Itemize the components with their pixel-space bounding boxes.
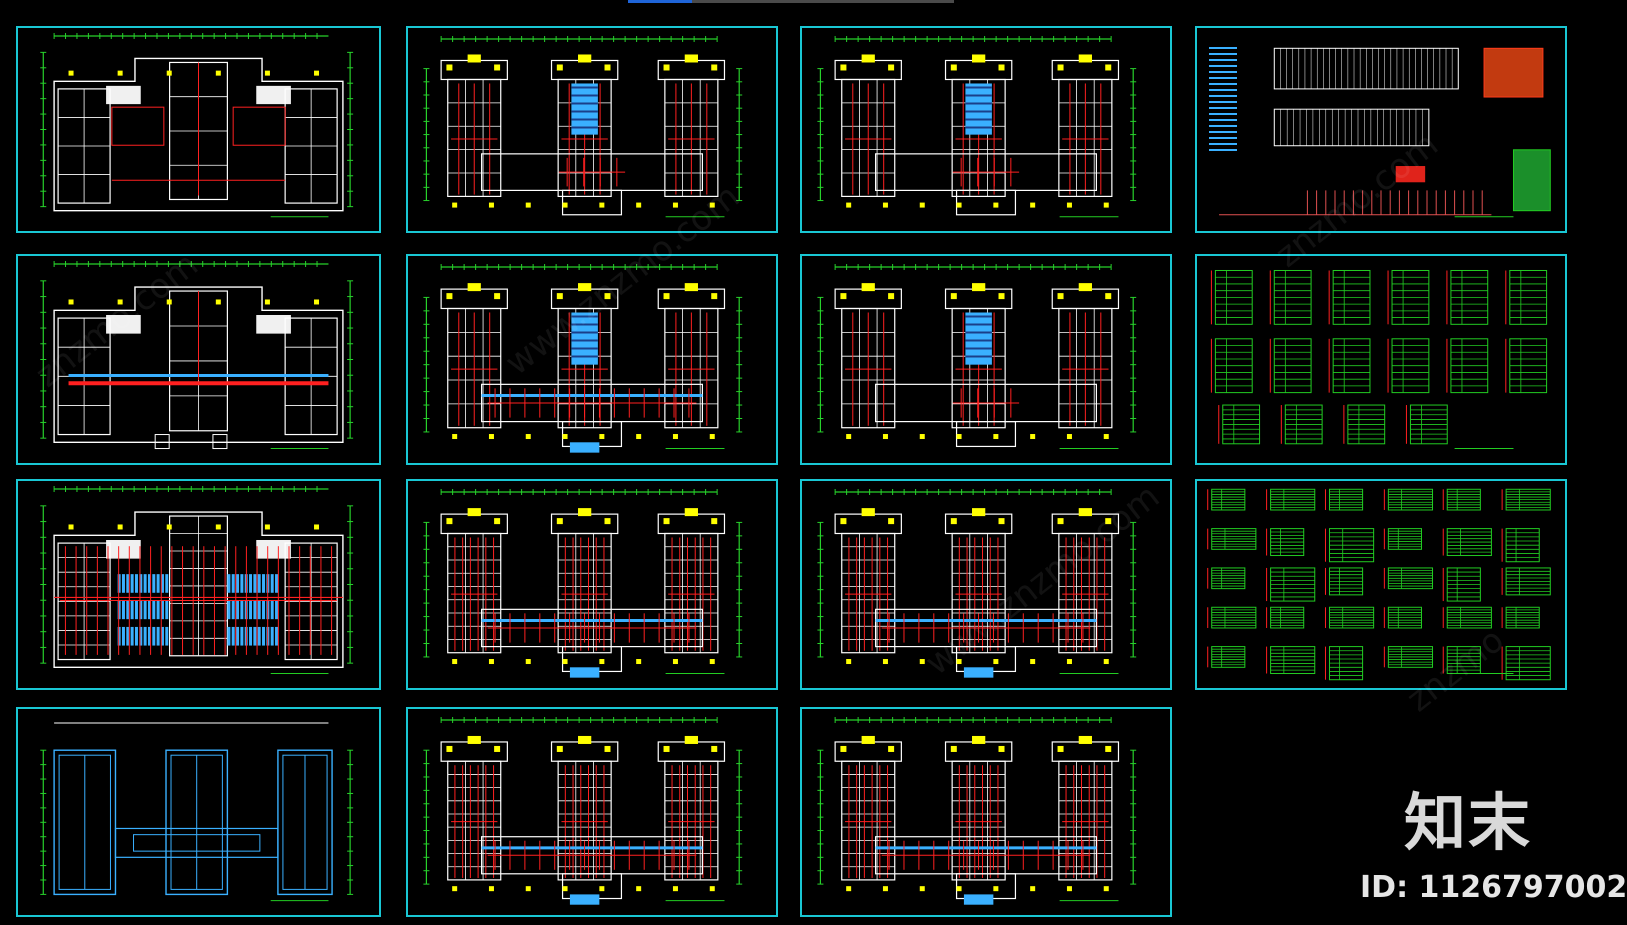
tab-strip — [628, 0, 954, 3]
drawing-sheet-12[interactable] — [1195, 479, 1567, 690]
drawing-sheet-15[interactable] — [800, 707, 1172, 917]
cad-drawing — [40, 486, 354, 675]
cad-drawing — [40, 33, 354, 218]
drawing-id-label: ID: 1126797002 — [1360, 870, 1627, 905]
drawing-sheet-9[interactable] — [16, 479, 381, 690]
cad-drawing — [423, 36, 743, 218]
cad-drawing — [817, 36, 1137, 218]
cad-drawing — [817, 489, 1137, 678]
cad-drawing — [40, 261, 354, 450]
cad-drawing — [1209, 47, 1551, 218]
cad-drawing — [817, 717, 1137, 905]
drawing-sheet-13[interactable] — [16, 707, 381, 917]
cad-drawing — [423, 264, 743, 453]
cad-drawing — [1210, 269, 1548, 450]
drawing-sheet-3[interactable] — [800, 26, 1172, 233]
cad-drawing — [40, 722, 354, 902]
drawing-sheet-11[interactable] — [800, 479, 1172, 690]
drawing-sheet-4[interactable] — [1195, 26, 1567, 233]
drawing-sheet-1[interactable] — [16, 26, 381, 233]
drawing-sheet-14[interactable] — [406, 707, 778, 917]
active-tab-indicator[interactable] — [628, 0, 692, 3]
cad-drawing — [1207, 488, 1551, 681]
drawing-sheet-6[interactable] — [406, 254, 778, 465]
cad-drawing — [423, 489, 743, 678]
drawing-sheet-5[interactable] — [16, 254, 381, 465]
drawing-sheet-10[interactable] — [406, 479, 778, 690]
cad-drawing — [817, 264, 1137, 450]
drawing-sheet-7[interactable] — [800, 254, 1172, 465]
drawing-sheet-8[interactable] — [1195, 254, 1567, 465]
brand-logo: 知末 — [1404, 786, 1533, 859]
cad-drawing — [423, 717, 743, 905]
drawing-sheet-2[interactable] — [406, 26, 778, 233]
